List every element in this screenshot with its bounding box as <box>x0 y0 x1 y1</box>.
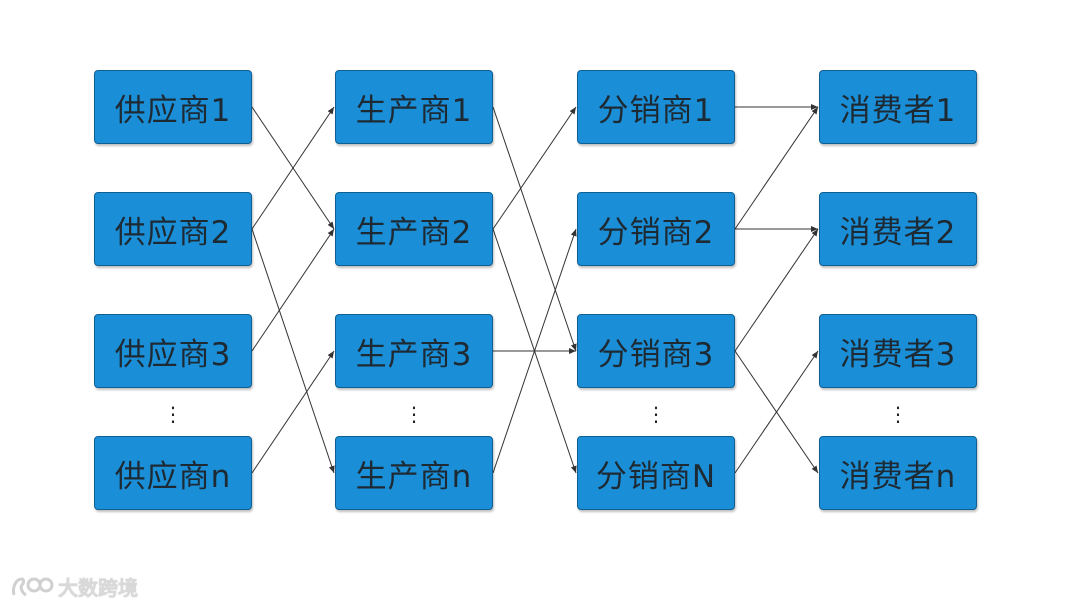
node-label: 供应商1 <box>114 92 232 129</box>
node-c2-r0: 分销商1 <box>577 70 735 144</box>
edge-9 <box>492 228 577 474</box>
node-label: 供应商n <box>114 458 232 495</box>
node-c0-r1: 供应商2 <box>94 192 252 266</box>
node-label: 消费者2 <box>839 214 957 251</box>
node-c3-r0: 消费者1 <box>819 70 977 144</box>
node-label: 消费者1 <box>839 92 957 129</box>
node-c2-r3: 分销商N <box>577 436 735 510</box>
node-c1-r0: 生产商1 <box>335 70 493 144</box>
node-c3-r1: 消费者2 <box>819 192 977 266</box>
ellipsis-c0: ⋮ <box>163 402 183 426</box>
ellipsis-c3: ⋮ <box>888 402 908 426</box>
watermark: 大数跨境 <box>10 572 138 601</box>
node-label: 供应商3 <box>114 336 232 373</box>
brand-logo-icon <box>12 576 54 596</box>
node-label: 消费者n <box>839 458 957 495</box>
edge-3 <box>251 228 335 352</box>
node-label: 分销商3 <box>597 336 715 373</box>
edge-5 <box>492 106 577 352</box>
edge-6 <box>492 106 577 230</box>
node-c0-r3: 供应商n <box>94 436 252 510</box>
node-label: 分销商1 <box>597 92 715 129</box>
edge-4 <box>251 350 335 474</box>
node-c1-r2: 生产商3 <box>335 314 493 388</box>
node-label: 生产商2 <box>355 214 473 251</box>
watermark-text: 大数跨境 <box>58 576 138 600</box>
edge-1 <box>251 106 335 230</box>
node-label: 供应商2 <box>114 214 232 251</box>
node-c3-r2: 消费者3 <box>819 314 977 388</box>
ellipsis-c2: ⋮ <box>646 402 666 426</box>
edge-11 <box>734 106 819 230</box>
node-label: 生产商n <box>355 458 473 495</box>
ellipsis-c1: ⋮ <box>404 402 424 426</box>
node-c2-r2: 分销商3 <box>577 314 735 388</box>
edge-15 <box>734 350 819 474</box>
node-label: 消费者3 <box>839 336 957 373</box>
node-c3-r3: 消费者n <box>819 436 977 510</box>
node-c1-r3: 生产商n <box>335 436 493 510</box>
node-c0-r2: 供应商3 <box>94 314 252 388</box>
node-c2-r1: 分销商2 <box>577 192 735 266</box>
node-label: 分销商2 <box>597 214 715 251</box>
node-label: 分销商N <box>595 458 717 495</box>
node-c0-r0: 供应商1 <box>94 70 252 144</box>
edge-13 <box>734 228 819 352</box>
node-c1-r1: 生产商2 <box>335 192 493 266</box>
node-label: 生产商1 <box>355 92 473 129</box>
edge-2 <box>251 228 335 474</box>
node-label: 生产商3 <box>355 336 473 373</box>
